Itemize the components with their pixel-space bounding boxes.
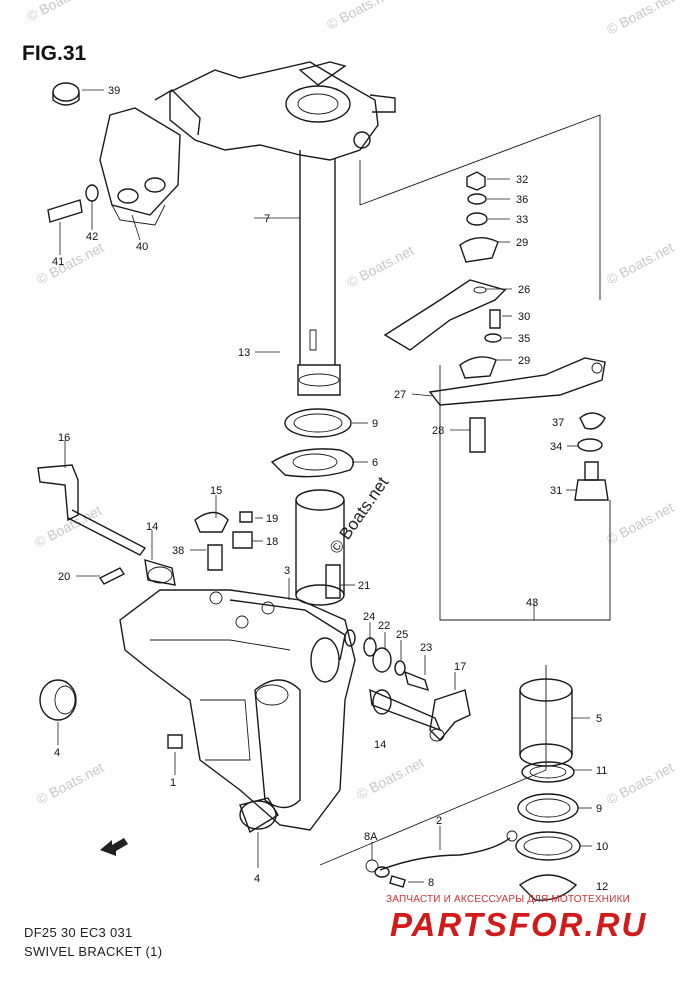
ground-wire-drawing (365, 830, 518, 888)
callout-32: 32 (516, 174, 528, 186)
watermark: © Boats.net (32, 502, 104, 551)
callout-36: 36 (516, 194, 528, 206)
callout-18: 18 (266, 536, 278, 548)
callout-3: 3 (284, 565, 290, 577)
steering-head-drawing (154, 61, 396, 161)
front-direction-arrow-icon (100, 838, 128, 856)
callout-2: 2 (436, 815, 442, 827)
watermark: © Boats.net (604, 499, 676, 548)
tilt-lever-drawing (37, 464, 176, 586)
tilt-stopper-drawing (344, 629, 471, 742)
swivel-bracket-body-drawing (119, 511, 356, 831)
callout-29-upper: 29 (516, 237, 528, 249)
diagram-name: SWIVEL BRACKET (1) (24, 944, 163, 959)
watermark: © Boats.net (604, 0, 676, 38)
callout-8: 8 (428, 877, 434, 889)
callout-6: 6 (372, 457, 378, 469)
callout-29-lower: 29 (518, 355, 530, 367)
callout-19: 19 (266, 513, 278, 525)
callout-27: 27 (394, 389, 406, 401)
callout-1: 1 (170, 777, 176, 789)
callout-21: 21 (358, 580, 370, 592)
callout-10: 10 (596, 841, 608, 853)
callout-37: 37 (552, 417, 564, 429)
callout-33: 33 (516, 214, 528, 226)
figure-title: FIG.31 (22, 42, 87, 65)
callout-16: 16 (58, 432, 70, 444)
callout-26: 26 (518, 284, 530, 296)
callout-4-bottom: 4 (254, 873, 260, 885)
callout-12: 12 (596, 881, 608, 893)
callout-38: 38 (172, 545, 184, 557)
lower-bushing-set-drawing (319, 665, 581, 901)
callout-7: 7 (264, 213, 270, 225)
callout-9-lower: 9 (596, 803, 602, 815)
watermark: © Boats.net (324, 0, 396, 33)
callout-13: 13 (238, 347, 250, 359)
brand-tagline: ЗАПЧАСТИ И АКСЕССУАРЫ ДЛЯ МОТОТЕХНИКИ (386, 894, 631, 905)
callout-34: 34 (550, 441, 562, 453)
watermark: © Boats.net (604, 759, 676, 808)
watermark: © Boats.net (34, 759, 106, 808)
callout-20: 20 (58, 571, 70, 583)
bracket-40-drawing (47, 82, 181, 226)
callout-43: 43 (526, 597, 538, 609)
brand-logo[interactable]: PARTSFOR.RU (390, 906, 648, 943)
callout-35: 35 (518, 333, 530, 345)
callout-11: 11 (596, 765, 607, 777)
callout-28: 28 (432, 425, 444, 437)
diagram-code: DF25 30 EC3 031 (24, 925, 133, 940)
callout-30: 30 (518, 311, 530, 323)
callout-8A: 8A (364, 831, 378, 843)
steering-shaft-drawing (297, 150, 341, 396)
callout-17: 17 (454, 661, 466, 673)
callout-24: 24 (363, 611, 375, 623)
watermark: © Boats.net (24, 0, 96, 25)
leader-lines (57, 89, 592, 883)
callout-14-left: 14 (146, 521, 158, 533)
steering-link-drawing (359, 114, 611, 621)
callout-31: 31 (550, 485, 562, 497)
watermark-group: © Boats.net © Boats.net © Boats.net © Bo… (24, 0, 676, 808)
watermark: © Boats.net (604, 239, 676, 288)
callout-4-left: 4 (54, 747, 60, 759)
callout-labels: 39 40 41 42 7 13 9 6 32 36 33 29 26 30 3… (52, 85, 608, 893)
callout-15: 15 (210, 485, 222, 497)
callout-5: 5 (596, 713, 602, 725)
callout-40: 40 (136, 241, 148, 253)
bushings-drawing (39, 679, 279, 834)
callout-22: 22 (378, 620, 390, 632)
watermark: © Boats.net (34, 239, 106, 288)
callout-41: 41 (52, 256, 64, 268)
callout-14-right: 14 (374, 739, 386, 751)
callout-23: 23 (420, 642, 432, 654)
callout-42: 42 (86, 231, 98, 243)
watermark-center: © Boats.net (326, 473, 393, 557)
callout-25: 25 (396, 629, 408, 641)
upper-rings-drawing (270, 408, 354, 606)
watermark: © Boats.net (354, 754, 426, 803)
callout-9-upper: 9 (372, 418, 378, 430)
watermark: © Boats.net (344, 242, 416, 291)
callout-39: 39 (108, 85, 120, 97)
